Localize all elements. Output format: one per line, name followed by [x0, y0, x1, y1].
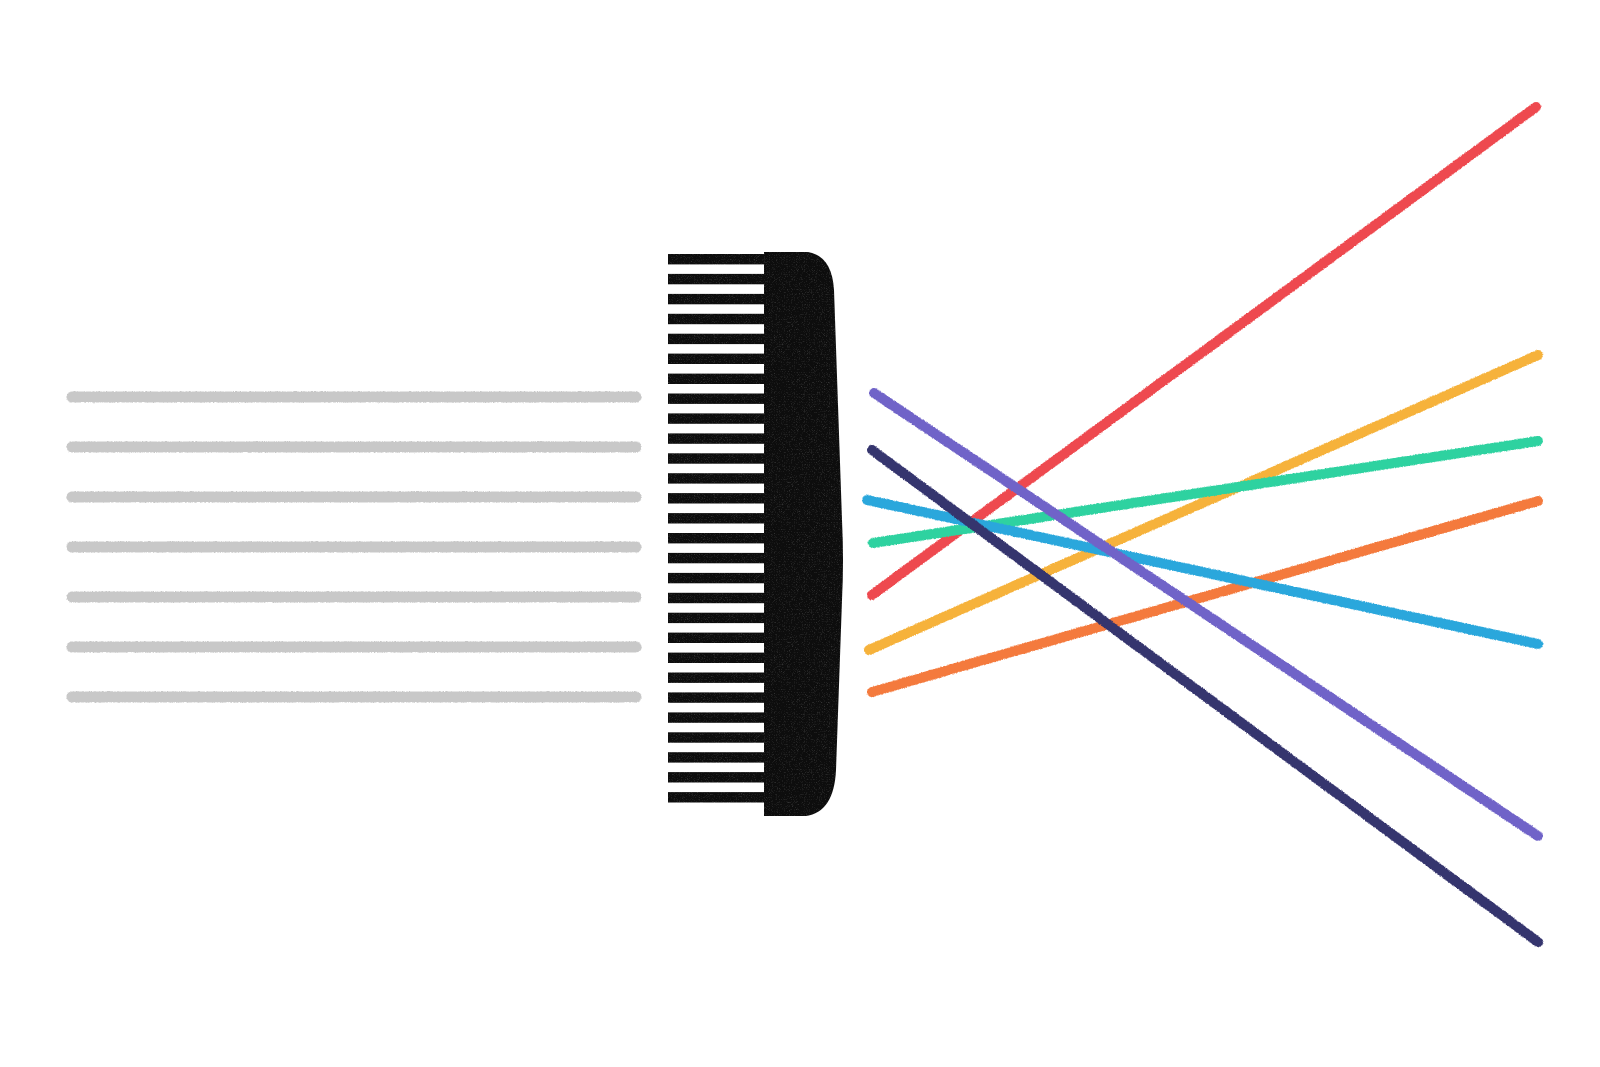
- comb-tooth: [668, 413, 770, 424]
- output-strand-yellow: [864, 350, 1543, 655]
- comb-tooth: [668, 772, 770, 783]
- comb-tooth: [668, 533, 770, 544]
- comb-spine: [766, 252, 843, 816]
- comb-tooth: [668, 293, 770, 305]
- input-strands: [66, 391, 642, 703]
- comb-base: [764, 252, 776, 816]
- comb-icon: [668, 252, 843, 816]
- output-strand-orange: [867, 496, 1543, 697]
- output-strands: [862, 102, 1543, 947]
- comb-tooth: [668, 353, 770, 364]
- comb-tooth: [668, 712, 770, 723]
- comb-tooth: [668, 493, 770, 504]
- comb-tooth: [668, 453, 770, 464]
- comb-tooth: [668, 552, 770, 564]
- output-strand-red: [867, 102, 1541, 600]
- output-strand-purple: [869, 388, 1543, 841]
- comb-tooth: [668, 612, 770, 624]
- comb-tooth: [668, 254, 770, 265]
- comb-tooth: [668, 373, 770, 384]
- comb-tooth: [668, 752, 770, 763]
- comb-tooth: [668, 572, 770, 584]
- comb-tooth: [668, 313, 770, 325]
- comb-tooth: [668, 652, 770, 663]
- comb-tooth: [668, 473, 770, 484]
- output-strand-navy: [867, 445, 1543, 947]
- comb-tooth: [668, 433, 770, 444]
- comb-tooth: [668, 393, 770, 404]
- comb-tooth: [668, 792, 770, 803]
- comb-tooth: [668, 672, 770, 683]
- comb-tooth: [668, 732, 770, 743]
- comb-tooth: [668, 333, 770, 345]
- comb-tooth: [668, 273, 770, 285]
- comb-teeth: [668, 252, 776, 816]
- comb-tooth: [668, 513, 770, 524]
- comb-tooth: [668, 632, 770, 643]
- comb-tooth: [668, 692, 770, 703]
- comb-tooth: [668, 592, 770, 604]
